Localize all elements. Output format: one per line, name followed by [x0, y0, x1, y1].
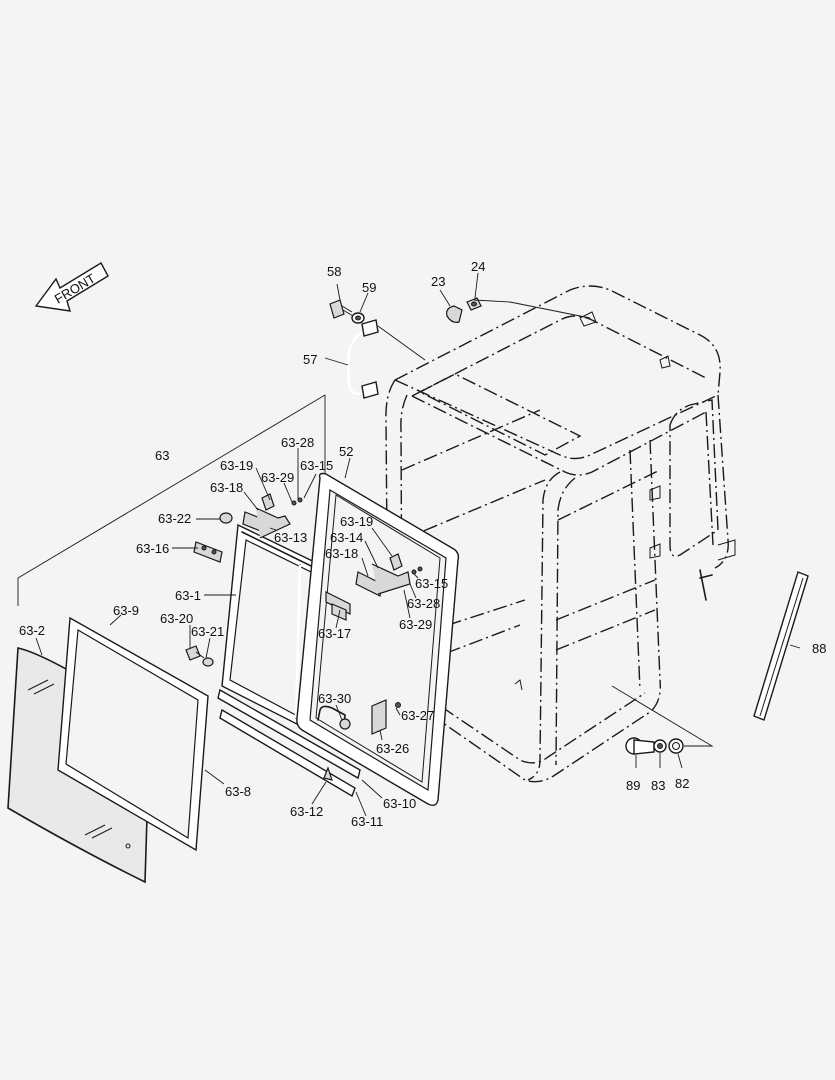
- label-63-14: 63-14: [330, 530, 363, 545]
- label-58: 58: [327, 264, 341, 279]
- label-63-27: 63-27: [401, 708, 434, 723]
- label-59: 59: [362, 280, 376, 295]
- window-seal-63-9: [57, 616, 209, 852]
- label-63-11: 63-11: [351, 814, 383, 829]
- label-82: 82: [675, 776, 689, 791]
- label-63-16: 63-16: [136, 541, 169, 556]
- bolt-58: [329, 299, 354, 319]
- screw-63-27: [395, 702, 401, 708]
- label-63-10: 63-10: [383, 796, 416, 811]
- label-63-26: 63-26: [376, 741, 409, 756]
- door-frame-52: [296, 472, 460, 807]
- label-63-28: 63-28: [281, 435, 314, 450]
- bracket-63-26: [371, 699, 387, 735]
- label-57: 57: [303, 352, 317, 367]
- side-seal-88: [753, 571, 809, 721]
- rail-63-11: [219, 708, 356, 798]
- label-63-20: 63-20: [160, 611, 193, 626]
- label-63-2: 63-2: [19, 623, 45, 638]
- roller-63-30: [339, 718, 351, 730]
- label-63-19-b: 63-19: [340, 514, 373, 529]
- label-83: 83: [651, 778, 665, 793]
- assembly-bracket: [17, 394, 326, 606]
- label-63-28-b: 63-28: [407, 596, 440, 611]
- label-88: 88: [812, 641, 826, 656]
- bolt-63-20: [185, 645, 201, 661]
- part-labels: 58 59 23 24 57 63 63-28 52 63-19 63-29 6…: [19, 259, 826, 829]
- cab-frame: [385, 285, 736, 783]
- label-63-22: 63-22: [158, 511, 191, 526]
- label-63-1: 63-1: [175, 588, 201, 603]
- bolt-89: [625, 737, 655, 755]
- label-52: 52: [339, 444, 353, 459]
- label-63-29: 63-29: [261, 470, 294, 485]
- label-63-29-b: 63-29: [399, 617, 432, 632]
- label-63-19: 63-19: [220, 458, 253, 473]
- label-63-8: 63-8: [225, 784, 251, 799]
- label-63-9: 63-9: [113, 603, 139, 618]
- nut-63-21: [202, 657, 214, 667]
- upper-right-latch: [355, 553, 423, 597]
- cap-23: [446, 305, 463, 323]
- front-label: FRONT: [52, 271, 98, 307]
- front-arrow-icon: FRONT: [34, 262, 109, 312]
- label-63: 63: [155, 448, 169, 463]
- label-63-15-b: 63-15: [415, 576, 448, 591]
- rail-63-10: [217, 688, 361, 780]
- label-63-17: 63-17: [318, 626, 351, 641]
- leader-lines: [35, 272, 801, 817]
- label-24: 24: [471, 259, 485, 274]
- label-23: 23: [431, 274, 445, 289]
- label-63-18: 63-18: [210, 480, 243, 495]
- label-63-30: 63-30: [318, 691, 351, 706]
- handrail: [346, 319, 379, 399]
- upper-left-latch: [193, 493, 303, 563]
- label-63-15: 63-15: [300, 458, 333, 473]
- screw-63-12: [323, 766, 333, 781]
- label-63-12: 63-12: [290, 804, 323, 819]
- label-63-21: 63-21: [191, 624, 224, 639]
- label-63-18-b: 63-18: [325, 546, 358, 561]
- label-63-13: 63-13: [274, 530, 307, 545]
- label-89: 89: [626, 778, 640, 793]
